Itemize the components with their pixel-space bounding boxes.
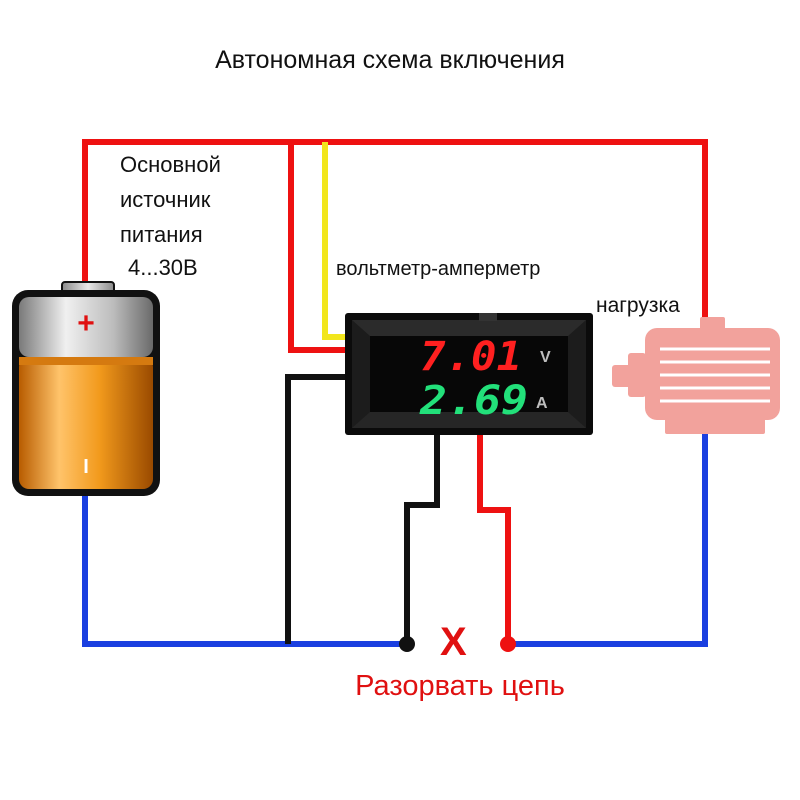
source-voltage-range: 4...30В — [128, 255, 198, 280]
break-circuit-label: Разорвать цепь — [355, 670, 565, 702]
voltmeter-ammeter — [345, 313, 593, 435]
black-wire-meter-gnd — [285, 374, 350, 644]
red-wire-meter-vplus — [288, 142, 350, 353]
diagram-title: Автономная схема включения — [215, 46, 565, 74]
battery-icon — [12, 281, 160, 496]
source-label-line-1: Основной — [120, 152, 221, 177]
black-wire-meter-in — [404, 425, 440, 644]
break-terminal-left — [399, 636, 415, 652]
voltage-reading: 7.01 — [420, 334, 522, 380]
load-label: нагрузка — [596, 294, 680, 317]
motor-icon — [612, 317, 780, 434]
battery-minus-sign: I — [83, 456, 89, 478]
blue-wire-left — [82, 490, 407, 647]
blue-wire-right — [508, 430, 708, 647]
black-wires — [285, 374, 440, 644]
meter-label: вольтметр-амперметр — [336, 258, 541, 280]
battery-plus-sign: + — [77, 307, 95, 340]
source-label-line-3: питания — [120, 222, 203, 247]
source-label-line-2: источник — [120, 187, 211, 212]
break-x-icon: X — [440, 620, 467, 664]
voltage-unit: V — [540, 349, 551, 366]
red-wires — [82, 139, 708, 644]
blue-wires — [82, 430, 708, 647]
current-unit: A — [536, 395, 548, 412]
yellow-wire — [322, 142, 350, 340]
red-wire-top — [82, 139, 708, 325]
red-wire-meter-out — [477, 425, 511, 644]
current-reading: 2.69 — [419, 378, 528, 424]
break-terminal-right — [500, 636, 516, 652]
